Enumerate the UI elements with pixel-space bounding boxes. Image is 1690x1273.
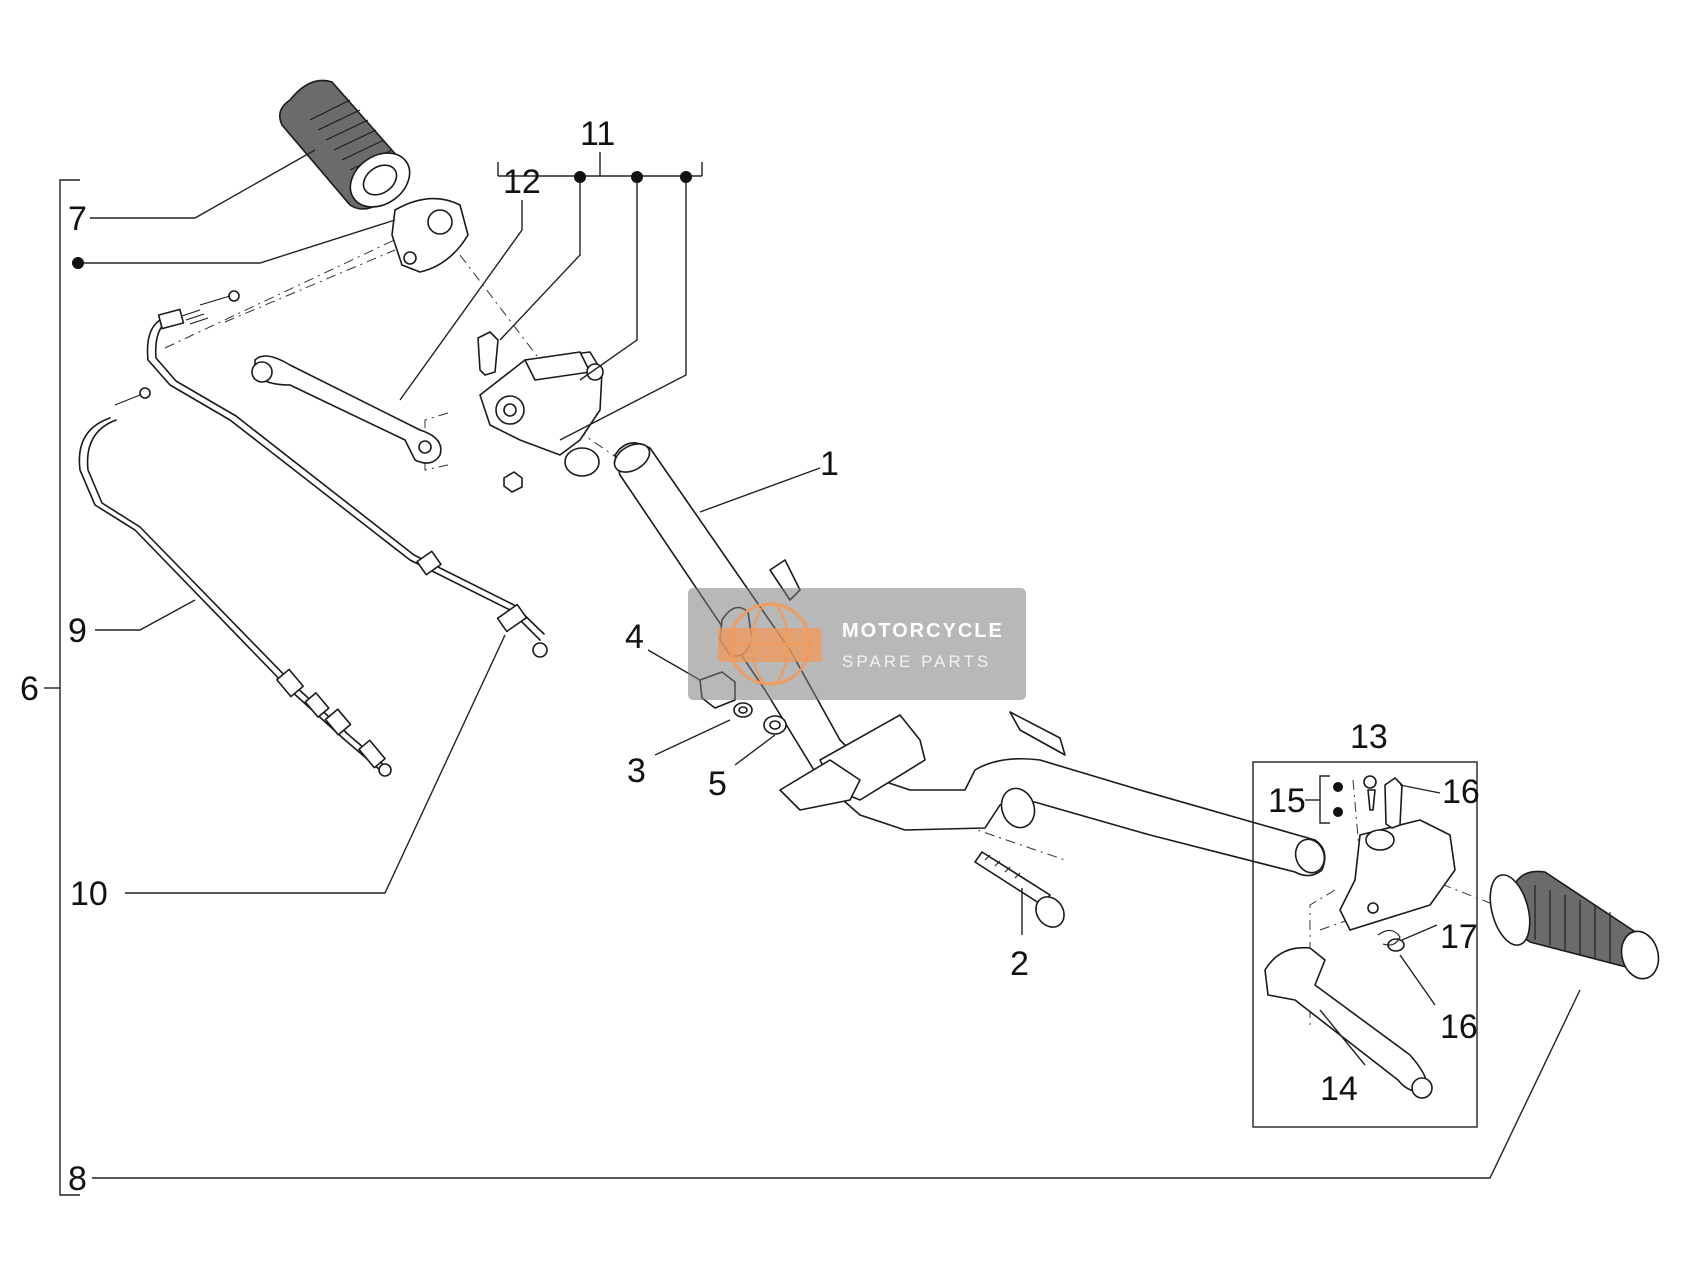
callout-16-upper: 16 [1442,773,1480,811]
right-brake-lever-part [1264,946,1433,1099]
callout-15: 15 [1268,782,1306,820]
callout-7: 7 [68,200,87,238]
throttle-housing-part [391,197,469,273]
kit-dots [72,171,1343,817]
callout-6: 6 [20,670,39,708]
watermark-line2: SPARE PARTS [842,652,991,671]
callout-1: 1 [820,445,839,483]
callout-11: 11 [580,115,615,153]
watermark-line1: MOTORCYCLE [842,620,1004,642]
callout-10: 10 [70,875,108,913]
right-lever-clamp-part [1339,775,1456,952]
lever-assembly-box-13 [1252,761,1478,1128]
left-grip-part [279,79,411,210]
callout-14: 14 [1320,1070,1358,1108]
callout-16-lower: 16 [1440,1008,1478,1046]
leader-lines [82,149,1581,1179]
callout-8: 8 [68,1160,87,1198]
callout-5: 5 [708,765,727,803]
watermark: MOTORCYCLE SPARE PARTS [688,588,1026,700]
cable-9-part [78,417,392,777]
callout-12: 12 [503,163,541,201]
left-brake-lever-part [251,355,442,464]
right-grip-part [1489,870,1660,980]
callout-2: 2 [1010,945,1029,983]
assembly-bracket-6 [44,179,80,1196]
callout-9: 9 [68,612,87,650]
bolt-part [974,851,1065,928]
watermark-background [688,588,1026,700]
master-cylinder-part [477,331,604,493]
globe-logo-icon [718,602,822,686]
callout-labels: 1 2 3 4 5 6 7 8 9 10 11 12 13 14 15 16 1… [20,115,1480,1198]
callout-3: 3 [627,752,646,790]
cable-10-part [114,290,548,658]
callout-13: 13 [1350,718,1388,756]
callout-4: 4 [625,618,644,656]
callout-17: 17 [1440,918,1478,956]
